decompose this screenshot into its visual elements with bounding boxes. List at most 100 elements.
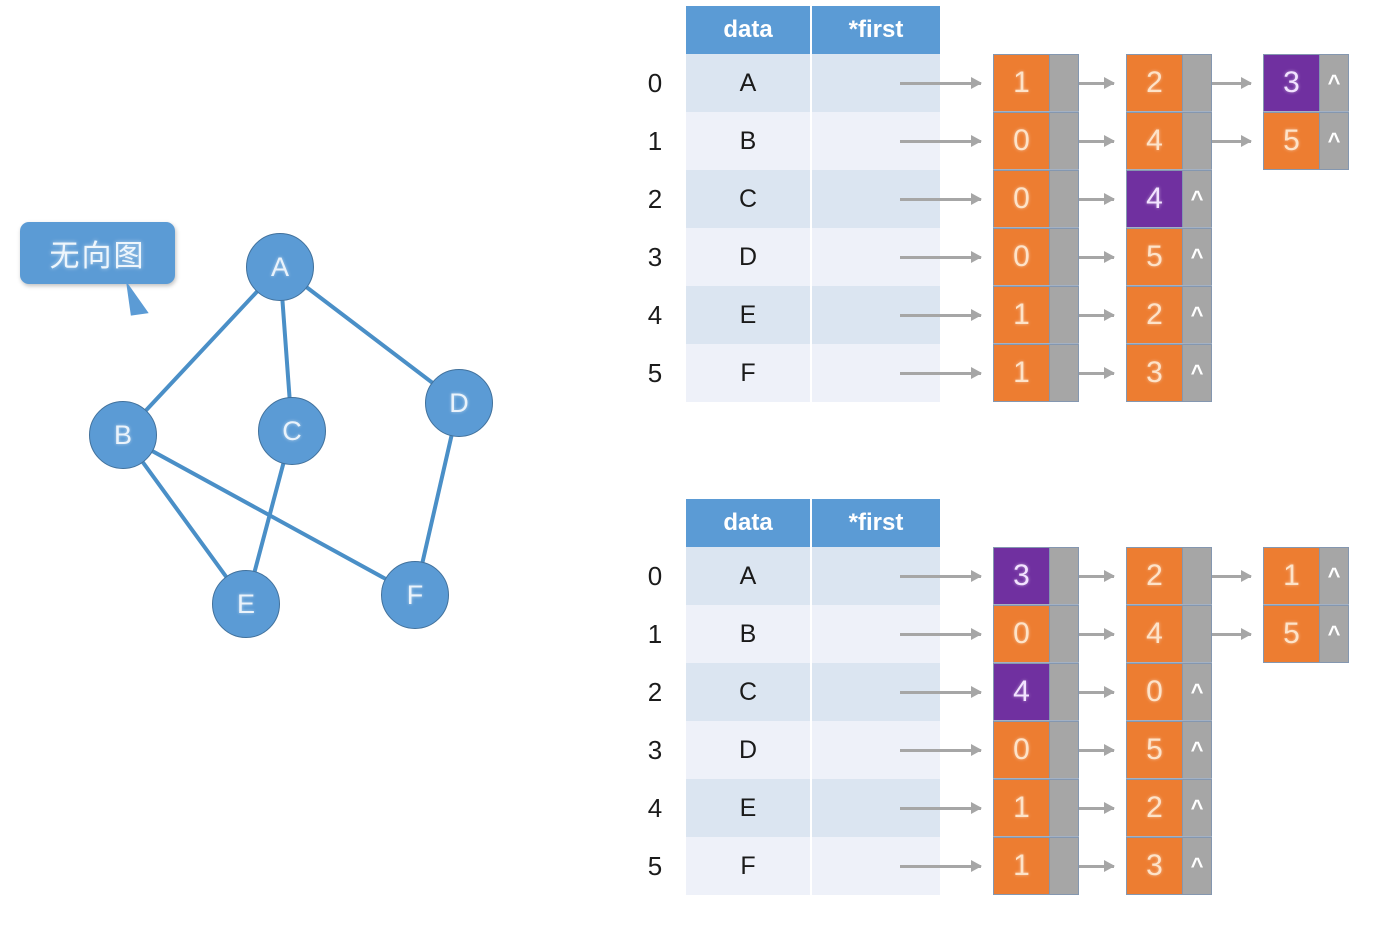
list-node-D-0[interactable]: 0 xyxy=(993,228,1079,286)
list-node-C-0[interactable]: 0 xyxy=(993,170,1079,228)
list-node-A-2[interactable]: 1^ xyxy=(1263,547,1349,605)
graph-node-F[interactable]: F xyxy=(381,561,449,629)
cell-data: E xyxy=(686,286,810,344)
list-node-B-2[interactable]: 5^ xyxy=(1263,112,1349,170)
row-index-4: 4 xyxy=(647,299,663,330)
list-node-B-1[interactable]: 4 xyxy=(1126,112,1212,170)
list-node-A-1[interactable]: 2 xyxy=(1126,54,1212,112)
first-pointer-arrow xyxy=(900,309,982,321)
list-node-C-1[interactable]: 4^ xyxy=(1126,170,1212,228)
list-node-F-0[interactable]: 1 xyxy=(993,344,1079,402)
list-node-value: 0 xyxy=(994,606,1050,662)
null-pointer-marker: ^ xyxy=(1320,55,1348,111)
column-header-data: data xyxy=(686,6,810,54)
list-node-next-pointer xyxy=(1050,229,1078,285)
first-pointer-arrow xyxy=(900,251,982,263)
list-node-F-1[interactable]: 3^ xyxy=(1126,344,1212,402)
list-node-E-1[interactable]: 2^ xyxy=(1126,286,1212,344)
list-node-value: 5 xyxy=(1127,229,1183,285)
graph-node-A[interactable]: A xyxy=(246,233,314,301)
list-node-next-pointer xyxy=(1050,838,1078,894)
row-index-1: 1 xyxy=(647,125,663,156)
table-row[interactable]: B xyxy=(686,112,940,170)
list-node-value: 1 xyxy=(994,838,1050,894)
table-row[interactable]: D xyxy=(686,721,940,779)
column-header-data: data xyxy=(686,499,810,547)
first-pointer-arrow xyxy=(900,77,982,89)
list-node-F-0[interactable]: 1 xyxy=(993,837,1079,895)
next-pointer-arrow xyxy=(1079,193,1115,205)
list-node-value: 0 xyxy=(994,229,1050,285)
list-node-A-1[interactable]: 2 xyxy=(1126,547,1212,605)
callout-tail-icon xyxy=(126,277,155,316)
list-node-value: 1 xyxy=(994,287,1050,343)
graph-node-D[interactable]: D xyxy=(425,369,493,437)
null-pointer-marker: ^ xyxy=(1183,838,1211,894)
next-pointer-arrow xyxy=(1212,628,1252,640)
row-index-4: 4 xyxy=(647,792,663,823)
column-header-first: *first xyxy=(812,6,940,54)
list-node-D-1[interactable]: 5^ xyxy=(1126,228,1212,286)
next-pointer-arrow xyxy=(1079,367,1115,379)
list-node-E-1[interactable]: 2^ xyxy=(1126,779,1212,837)
table-row[interactable]: D xyxy=(686,228,940,286)
list-node-value: 3 xyxy=(1127,838,1183,894)
list-node-E-0[interactable]: 1 xyxy=(993,286,1079,344)
list-node-B-2[interactable]: 5^ xyxy=(1263,605,1349,663)
list-node-next-pointer xyxy=(1050,55,1078,111)
table-row[interactable]: F xyxy=(686,837,940,895)
list-node-next-pointer xyxy=(1050,548,1078,604)
list-node-A-2[interactable]: 3^ xyxy=(1263,54,1349,112)
list-node-C-1[interactable]: 0^ xyxy=(1126,663,1212,721)
cell-data: B xyxy=(686,605,810,663)
cell-data: D xyxy=(686,721,810,779)
list-node-value: 1 xyxy=(994,55,1050,111)
list-node-value: 2 xyxy=(1127,548,1183,604)
graph-node-C[interactable]: C xyxy=(258,397,326,465)
cell-data: D xyxy=(686,228,810,286)
list-node-next-pointer xyxy=(1183,113,1211,169)
null-pointer-marker: ^ xyxy=(1183,664,1211,720)
next-pointer-arrow xyxy=(1212,77,1252,89)
list-node-value: 2 xyxy=(1127,780,1183,836)
next-pointer-arrow xyxy=(1079,744,1115,756)
list-node-next-pointer xyxy=(1050,606,1078,662)
table-row[interactable]: A xyxy=(686,547,940,605)
list-node-B-1[interactable]: 4 xyxy=(1126,605,1212,663)
list-node-D-0[interactable]: 0 xyxy=(993,721,1079,779)
null-pointer-marker: ^ xyxy=(1183,345,1211,401)
row-index-0: 0 xyxy=(647,560,663,591)
row-index-1: 1 xyxy=(647,618,663,649)
list-node-next-pointer xyxy=(1050,664,1078,720)
list-node-value: 0 xyxy=(994,171,1050,227)
row-index-3: 3 xyxy=(647,734,663,765)
graph-node-B[interactable]: B xyxy=(89,401,157,469)
list-node-B-0[interactable]: 0 xyxy=(993,605,1079,663)
next-pointer-arrow xyxy=(1079,251,1115,263)
graph-node-E[interactable]: E xyxy=(212,570,280,638)
list-node-next-pointer xyxy=(1050,722,1078,778)
list-node-value: 1 xyxy=(1264,548,1320,604)
table-row[interactable]: A xyxy=(686,54,940,112)
next-pointer-arrow xyxy=(1079,135,1115,147)
row-index-2: 2 xyxy=(647,183,663,214)
list-node-next-pointer xyxy=(1050,171,1078,227)
list-node-value: 2 xyxy=(1127,55,1183,111)
list-node-value: 5 xyxy=(1127,722,1183,778)
list-node-E-0[interactable]: 1 xyxy=(993,779,1079,837)
null-pointer-marker: ^ xyxy=(1320,113,1348,169)
list-node-C-0[interactable]: 4 xyxy=(993,663,1079,721)
table-row[interactable]: C xyxy=(686,170,940,228)
next-pointer-arrow xyxy=(1079,802,1115,814)
list-node-F-1[interactable]: 3^ xyxy=(1126,837,1212,895)
table-header-row: data*first xyxy=(686,499,940,547)
list-node-A-0[interactable]: 3 xyxy=(993,547,1079,605)
next-pointer-arrow xyxy=(1212,135,1252,147)
list-node-D-1[interactable]: 5^ xyxy=(1126,721,1212,779)
list-node-B-0[interactable]: 0 xyxy=(993,112,1079,170)
list-node-A-0[interactable]: 1 xyxy=(993,54,1079,112)
